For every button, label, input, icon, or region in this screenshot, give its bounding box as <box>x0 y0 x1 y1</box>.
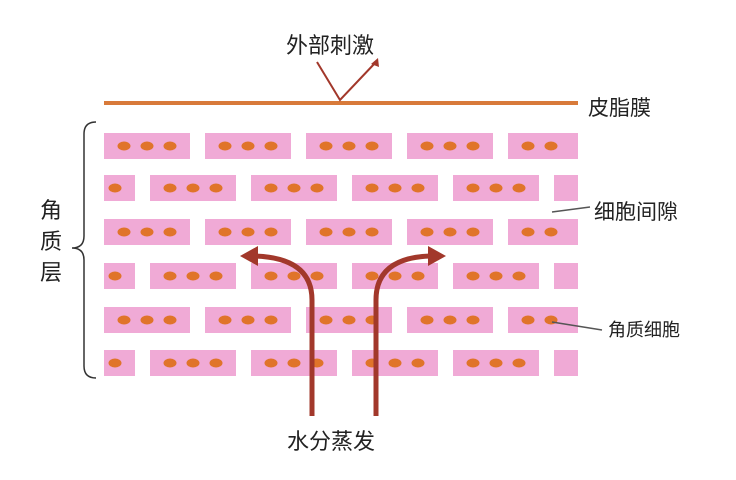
intercellular-space-pointer <box>551 206 591 213</box>
nucleus-icon <box>489 358 503 368</box>
nucleus-icon <box>420 141 434 151</box>
corneocyte-grid <box>104 133 578 376</box>
nucleus-icon <box>287 271 301 281</box>
nucleus-icon <box>420 227 434 237</box>
nucleus-icon <box>218 315 232 325</box>
nucleus-icon <box>443 315 457 325</box>
nucleus-icon <box>466 141 480 151</box>
nucleus-icon <box>489 183 503 193</box>
nucleus-icon <box>466 227 480 237</box>
nucleus-icon <box>117 141 131 151</box>
stimulus-arrow-icon <box>316 58 379 102</box>
nucleus-icon <box>264 141 278 151</box>
nucleus-icon <box>264 358 278 368</box>
nucleus-icon <box>489 271 503 281</box>
nucleus-icon <box>186 183 200 193</box>
nucleus-icon <box>241 315 255 325</box>
nucleus-icon <box>512 183 526 193</box>
nucleus-icon <box>319 315 333 325</box>
nucleus-icon <box>310 271 324 281</box>
nucleus-icon <box>388 271 402 281</box>
nucleus-icon <box>521 141 535 151</box>
nucleus-icon <box>287 358 301 368</box>
nucleus-icon <box>163 271 177 281</box>
nucleus-icon <box>443 141 457 151</box>
corneocyte <box>508 219 578 245</box>
nucleus-icon <box>310 183 324 193</box>
sebum-film-label: 皮脂膜 <box>588 96 651 120</box>
nucleus-icon <box>264 271 278 281</box>
corneocyte-pointer <box>551 321 603 331</box>
nucleus-icon <box>264 227 278 237</box>
nucleus-icon <box>365 141 379 151</box>
nucleus-icon <box>443 227 457 237</box>
nucleus-icon <box>241 141 255 151</box>
nucleus-icon <box>186 271 200 281</box>
nucleus-icon <box>209 358 223 368</box>
nucleus-icon <box>411 183 425 193</box>
nucleus-icon <box>108 271 122 281</box>
nucleus-icon <box>218 141 232 151</box>
nucleus-icon <box>287 183 301 193</box>
nucleus-icon <box>186 358 200 368</box>
nucleus-icon <box>140 141 154 151</box>
nucleus-icon <box>388 358 402 368</box>
nucleus-icon <box>108 358 122 368</box>
nucleus-icon <box>388 183 402 193</box>
nucleus-icon <box>140 315 154 325</box>
nucleus-icon <box>241 227 255 237</box>
nucleus-icon <box>512 271 526 281</box>
nucleus-icon <box>365 227 379 237</box>
nucleus-icon <box>411 271 425 281</box>
nucleus-icon <box>209 271 223 281</box>
water-evaporation-label: 水分蒸发 <box>287 430 376 455</box>
corneocyte <box>508 133 578 159</box>
evaporation-arrows-icon <box>240 246 446 416</box>
nucleus-icon <box>411 358 425 368</box>
nucleus-icon <box>420 315 434 325</box>
corneocyte <box>554 350 578 376</box>
corneocyte <box>508 307 578 333</box>
nucleus-icon <box>342 141 356 151</box>
nucleus-icon <box>365 271 379 281</box>
nucleus-icon <box>342 315 356 325</box>
nucleus-icon <box>365 183 379 193</box>
nucleus-icon <box>163 227 177 237</box>
corneocyte-label: 角质细胞 <box>608 320 680 341</box>
nucleus-icon <box>264 315 278 325</box>
corneocyte <box>554 175 578 201</box>
nucleus-icon <box>521 315 535 325</box>
nucleus-icon <box>117 315 131 325</box>
stratum-corneum-label: 角质层 <box>39 199 62 286</box>
nucleus-icon <box>218 227 232 237</box>
external-stimulus-label: 外部刺激 <box>286 34 375 59</box>
nucleus-icon <box>319 141 333 151</box>
nucleus-icon <box>342 227 356 237</box>
nucleus-icon <box>108 183 122 193</box>
nucleus-icon <box>117 227 131 237</box>
nucleus-icon <box>264 183 278 193</box>
nucleus-icon <box>163 358 177 368</box>
nucleus-icon <box>319 227 333 237</box>
nucleus-icon <box>466 315 480 325</box>
nucleus-icon <box>521 227 535 237</box>
nucleus-icon <box>466 183 480 193</box>
nucleus-icon <box>466 358 480 368</box>
nucleus-icon <box>163 315 177 325</box>
stratum-corneum-bracket <box>71 121 97 379</box>
intercellular-space-label: 细胞间隙 <box>594 200 678 224</box>
nucleus-icon <box>466 271 480 281</box>
nucleus-icon <box>140 227 154 237</box>
nucleus-icon <box>163 141 177 151</box>
nucleus-icon <box>209 183 223 193</box>
nucleus-icon <box>544 141 558 151</box>
corneocyte <box>554 263 578 289</box>
nucleus-icon <box>544 227 558 237</box>
nucleus-icon <box>163 183 177 193</box>
nucleus-icon <box>512 358 526 368</box>
